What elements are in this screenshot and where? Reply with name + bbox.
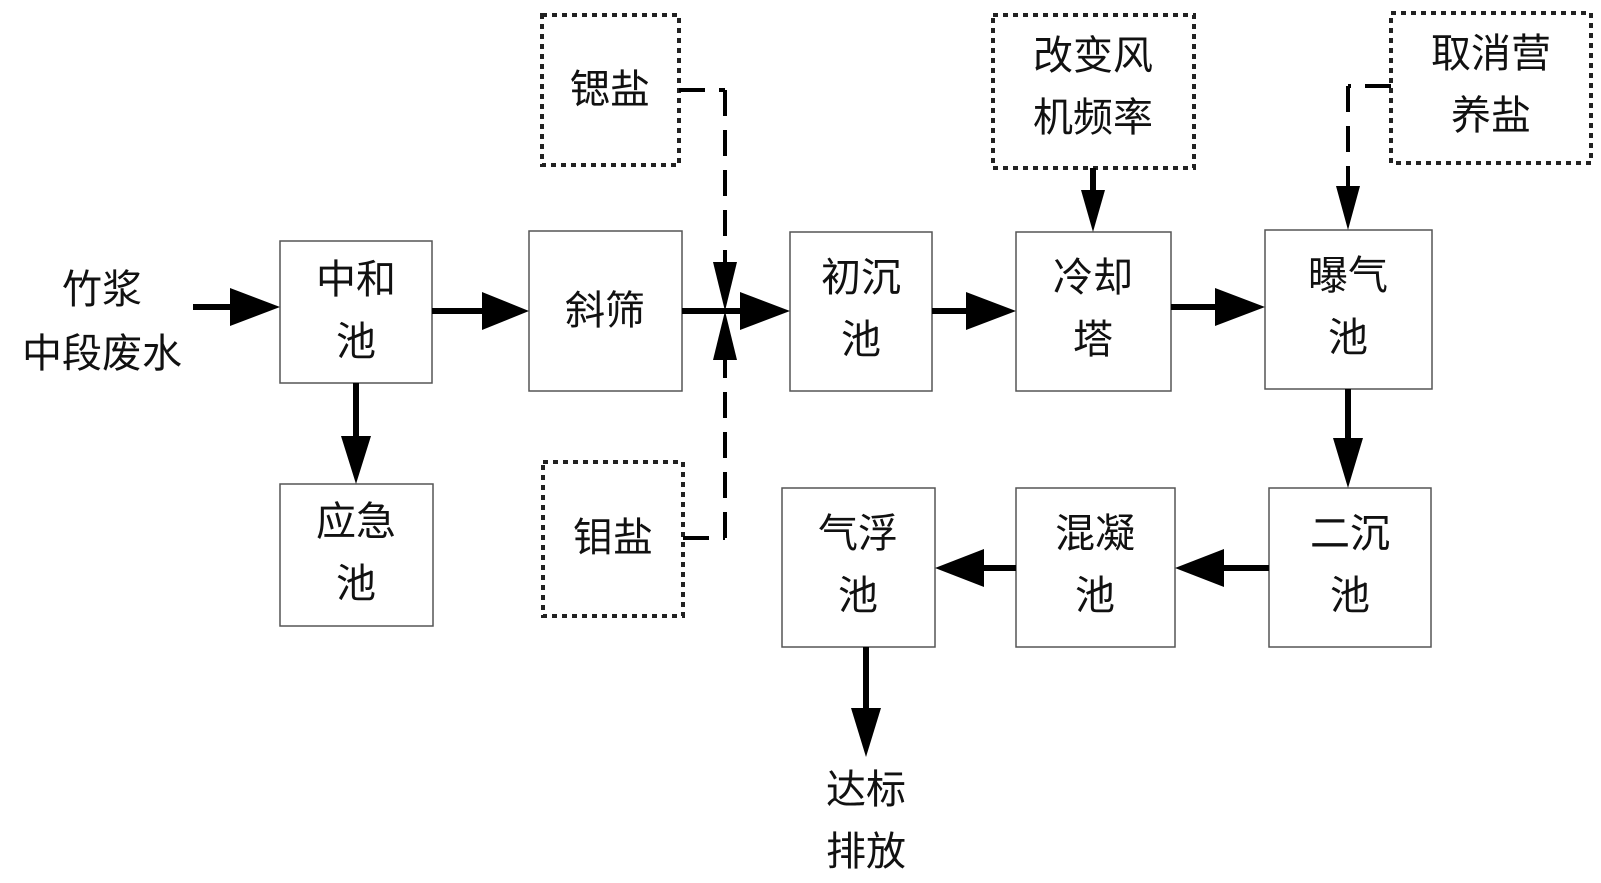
- node-primary-settling-line2: 池: [841, 317, 881, 363]
- node-emergency-line2: 池: [336, 561, 376, 607]
- node-aeration-line2: 池: [1328, 315, 1368, 361]
- input-label-line2: 中段废水: [22, 331, 182, 377]
- note-molybdenum-salt: 钼盐: [541, 460, 685, 618]
- node-neutralization-line1: 中和: [316, 257, 396, 303]
- node-secondary-settling-line2: 池: [1330, 573, 1370, 619]
- note-fan-frequency-line2: 机频率: [1033, 95, 1153, 141]
- note-fan-frequency: 改变风 机频率: [991, 13, 1196, 170]
- arrow-neutralization-to-screen: [432, 292, 529, 330]
- node-coagulation: 混凝 池: [1015, 487, 1176, 648]
- node-flotation-line2: 池: [838, 573, 878, 619]
- arrow-molybdenum-salt-dosing: [683, 311, 737, 540]
- node-screen: 斜筛: [528, 230, 683, 392]
- node-flotation-line1: 气浮: [818, 511, 898, 557]
- note-molybdenum-salt-label: 钼盐: [573, 515, 653, 561]
- node-cooling-tower-line2: 塔: [1073, 317, 1113, 363]
- output-label-line2: 排放: [826, 829, 906, 875]
- node-cooling-tower-line1: 冷却: [1053, 255, 1133, 301]
- node-aeration-line1: 曝气: [1308, 253, 1388, 299]
- note-strontium-salt: 锶盐: [540, 13, 681, 167]
- arrow-input-to-neutralization: [193, 288, 280, 326]
- arrow-neutralization-to-emergency: [341, 383, 371, 484]
- output-label: 达标 排放: [826, 767, 906, 875]
- arrow-coagulation-to-flotation: [935, 549, 1016, 587]
- node-flotation: 气浮 池: [781, 487, 936, 648]
- node-cooling-tower: 冷却 塔: [1015, 231, 1172, 392]
- arrow-cooling-tower-to-aeration: [1171, 288, 1265, 326]
- arrow-flotation-to-output: [851, 647, 881, 757]
- node-emergency-line1: 应急: [316, 499, 396, 545]
- node-aeration: 曝气 池: [1264, 229, 1433, 390]
- node-primary-settling: 初沉 池: [789, 231, 933, 392]
- node-secondary-settling: 二沉 池: [1268, 487, 1432, 648]
- arrow-strontium-salt-dosing: [679, 88, 737, 311]
- output-label-line1: 达标: [826, 767, 906, 813]
- node-secondary-settling-line1: 二沉: [1310, 511, 1390, 557]
- node-coagulation-line2: 池: [1075, 573, 1115, 619]
- node-primary-settling-line1: 初沉: [821, 255, 901, 301]
- node-coagulation-line1: 混凝: [1055, 511, 1135, 557]
- note-strontium-salt-label: 锶盐: [570, 67, 650, 113]
- arrow-secondary-settling-to-coagulation: [1175, 549, 1269, 587]
- input-label-line1: 竹浆: [62, 267, 142, 313]
- arrow-primary-settling-to-cooling-tower: [932, 292, 1016, 330]
- arrow-aeration-to-secondary-settling: [1333, 389, 1363, 488]
- node-neutralization-line2: 池: [336, 319, 376, 365]
- input-label: 竹浆 中段废水: [22, 267, 182, 377]
- node-screen-label: 斜筛: [565, 288, 645, 334]
- note-cancel-nutrient: 取消营 养盐: [1389, 11, 1593, 165]
- node-neutralization: 中和 池: [279, 240, 433, 384]
- note-cancel-nutrient-line2: 养盐: [1451, 93, 1531, 139]
- node-emergency: 应急 池: [279, 483, 434, 627]
- arrow-fan-frequency-control: [1081, 168, 1105, 232]
- note-fan-frequency-line1: 改变风: [1033, 33, 1153, 79]
- arrow-screen-to-primary-settling: [682, 292, 790, 330]
- note-cancel-nutrient-line1: 取消营: [1431, 31, 1551, 77]
- arrow-cancel-nutrient-control: [1336, 84, 1391, 230]
